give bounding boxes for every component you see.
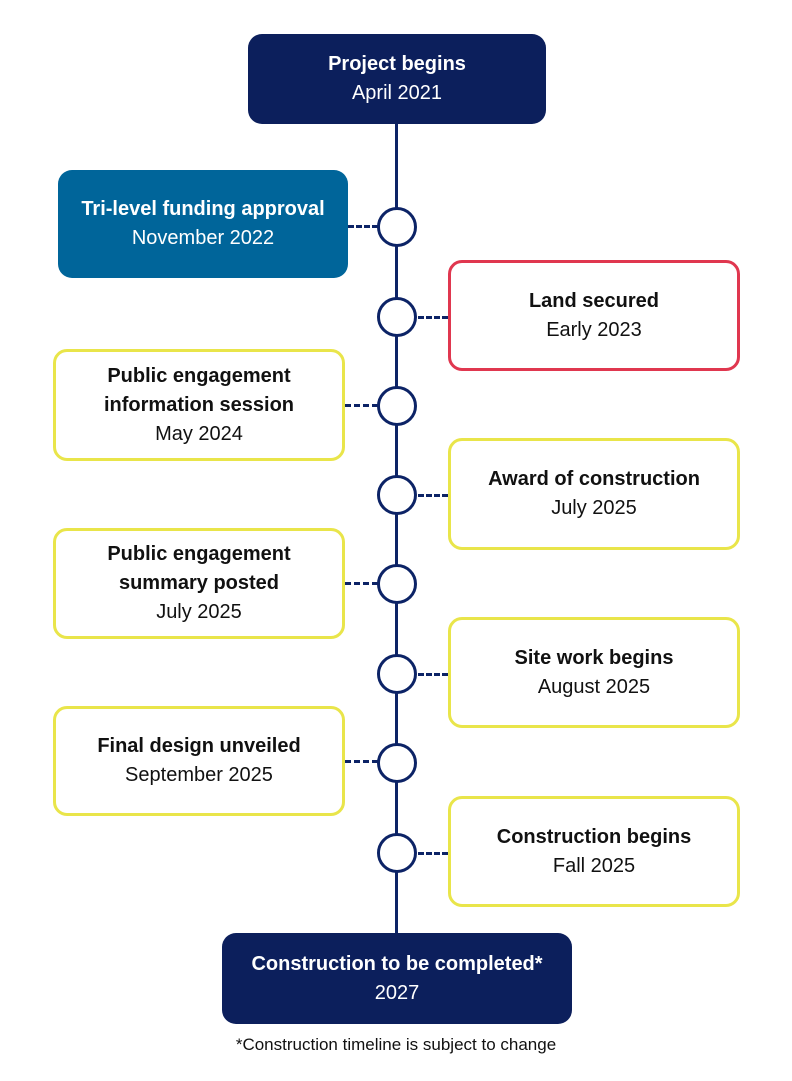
milestone-title: Construction to be completed* <box>251 952 543 975</box>
connector-line <box>418 673 448 676</box>
timeline-node <box>377 564 417 604</box>
timeline-node <box>377 386 417 426</box>
milestone-title: Project begins <box>328 53 466 75</box>
connector-line <box>418 494 448 497</box>
milestone-date: September 2025 <box>125 764 273 786</box>
timeline-node <box>377 207 417 247</box>
connector-line <box>418 316 448 319</box>
milestone-title: Final design unveiled <box>97 735 301 757</box>
milestone-summary-posted: Public engagement summary posted July 20… <box>53 528 345 639</box>
milestone-title: Public engagement information session <box>103 364 295 416</box>
milestone-title: Award of construction <box>488 468 700 490</box>
milestone-project-begins: Project begins April 2021 <box>248 34 546 124</box>
milestone-land-secured: Land secured Early 2023 <box>448 260 740 371</box>
milestone-date: July 2025 <box>156 601 242 623</box>
milestone-title: Construction begins <box>496 825 692 848</box>
connector-line <box>345 760 378 763</box>
milestone-date: November 2022 <box>131 227 275 249</box>
milestone-info-session: Public engagement information session Ma… <box>53 349 345 461</box>
milestone-date: 2027 <box>374 981 420 1004</box>
milestone-date: Early 2023 <box>546 318 642 341</box>
timeline-node <box>377 297 417 337</box>
connector-line <box>345 582 378 585</box>
timeline-spine <box>395 120 398 940</box>
milestone-construction-completed: Construction to be completed* 2027 <box>222 933 572 1024</box>
milestone-tri-level-funding: Tri-level funding approval November 2022 <box>58 170 348 278</box>
milestone-site-work: Site work begins August 2025 <box>448 617 740 728</box>
milestone-title: Tri-level funding approval <box>81 198 325 220</box>
footnote: *Construction timeline is subject to cha… <box>235 1035 557 1054</box>
milestone-date: April 2021 <box>351 82 443 104</box>
milestone-award-construction: Award of construction July 2025 <box>448 438 740 550</box>
timeline-node <box>377 475 417 515</box>
milestone-date: Fall 2025 <box>552 854 636 877</box>
milestone-date: July 2025 <box>551 497 637 519</box>
milestone-title: Public engagement summary posted <box>107 543 291 594</box>
connector-line <box>418 852 448 855</box>
milestone-title: Land secured <box>528 289 660 312</box>
milestone-title: Site work begins <box>514 646 674 669</box>
timeline-node <box>377 743 417 783</box>
connector-line <box>348 225 378 228</box>
milestone-final-design: Final design unveiled September 2025 <box>53 706 345 816</box>
milestone-construction-begins: Construction begins Fall 2025 <box>448 796 740 907</box>
milestone-date: May 2024 <box>155 422 243 445</box>
milestone-date: August 2025 <box>537 675 651 698</box>
timeline-node <box>377 654 417 694</box>
timeline-node <box>377 833 417 873</box>
connector-line <box>345 404 378 407</box>
